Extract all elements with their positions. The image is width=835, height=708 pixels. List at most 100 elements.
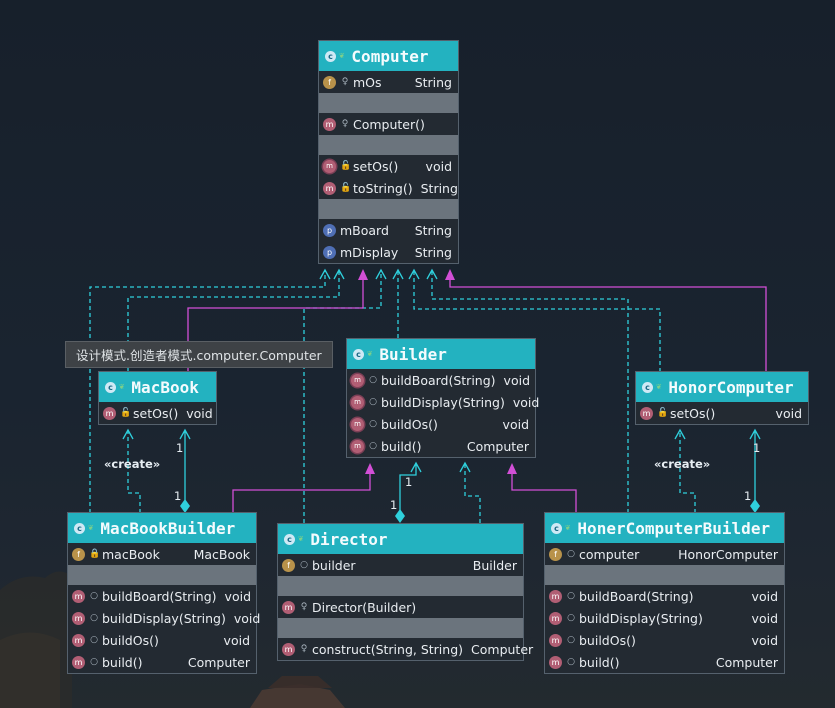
class-icon: c	[284, 533, 295, 545]
member-row[interactable]: m🔓setOs()void	[319, 155, 458, 177]
member-row[interactable]: m○buildBoard(String)void	[545, 585, 784, 607]
member-type: void	[751, 588, 778, 604]
member-row[interactable]: m○buildOs()void	[347, 413, 535, 435]
class-icon: c	[74, 522, 85, 534]
member-name: builder	[312, 557, 356, 573]
class-header[interactable]: c❦Director	[278, 524, 523, 554]
method-icon: m	[72, 655, 85, 669]
visibility-icon: ○	[369, 441, 377, 451]
public-visibility-icon: 🔓	[120, 408, 132, 418]
abstract-method-icon: m	[351, 373, 364, 387]
member-row[interactable]: m♀construct(String, String)Computer	[278, 638, 533, 660]
member-row[interactable]: m○buildDisplay(String)void	[347, 391, 539, 413]
member-name: build()	[579, 654, 620, 670]
member-type: Computer	[471, 641, 534, 657]
dependency-honerbuilder-computer	[431, 270, 629, 513]
multiplicity-label: 1	[405, 475, 413, 489]
member-type: Computer	[187, 654, 250, 670]
visibility-icon: ○	[567, 635, 575, 645]
member-row[interactable]: m♀Director(Builder)	[278, 596, 523, 618]
member-name: buildOs()	[579, 632, 636, 648]
member-row[interactable]: m○buildBoard(String)void	[347, 369, 535, 391]
public-visibility-icon: 🔓	[657, 408, 669, 418]
abstract-method-icon: m	[351, 439, 364, 453]
member-row[interactable]: m○build()Computer	[68, 651, 256, 673]
class-name: MacBook	[131, 377, 199, 397]
class-header[interactable]: c❦ MacBook	[99, 372, 216, 402]
multiplicity-label: 1	[390, 498, 398, 512]
inheritance-honorcomputer-computer	[449, 280, 767, 372]
multiplicity-label: 1	[176, 441, 184, 455]
member-row[interactable]: m🔓setOs()void	[99, 402, 216, 424]
class-header[interactable]: c❦HonorComputer	[636, 372, 808, 402]
member-type: void	[502, 416, 529, 432]
leaf-icon: ❦	[656, 382, 662, 392]
class-name: Computer	[351, 46, 429, 66]
inheritance-macbook-computer	[187, 280, 364, 372]
member-type: HonorComputer	[678, 546, 778, 562]
create-dependency-macbook	[127, 430, 141, 513]
class-icon: c	[642, 381, 653, 393]
method-icon: m	[549, 589, 562, 603]
member-row[interactable]: m🔓toString()String	[319, 177, 458, 199]
visibility-icon: ○	[567, 591, 575, 601]
member-type: String	[420, 180, 458, 196]
member-row[interactable]: m🔓setOs()void	[636, 402, 808, 424]
property-icon: p	[323, 245, 336, 259]
multiplicity-label: 1	[174, 489, 182, 503]
member-type: Builder	[472, 557, 517, 573]
class-header[interactable]: c❦Computer	[319, 41, 458, 71]
method-icon: m	[640, 406, 653, 420]
inheritance-honerbuilder-builder	[511, 474, 577, 513]
member-type: void	[503, 372, 530, 388]
class-header[interactable]: c❦ HonerComputerBuilder	[545, 513, 784, 543]
member-row[interactable]: m○buildDisplay(String)void	[68, 607, 260, 629]
class-icon: c	[105, 381, 116, 393]
leaf-icon: ❦	[565, 523, 571, 533]
class-header[interactable]: c❦MacBookBuilder	[68, 513, 256, 543]
member-type: void	[775, 405, 802, 421]
section-separator	[319, 135, 458, 155]
member-row[interactable]: m○buildOs()void	[68, 629, 256, 651]
class-icon: c	[551, 522, 562, 534]
member-name: setOs()	[353, 158, 399, 174]
class-honorcomputer[interactable]: c❦HonorComputer m🔓setOs()void	[635, 371, 809, 425]
member-name: buildOs()	[381, 416, 438, 432]
member-row[interactable]: m○build()Computer	[347, 435, 535, 457]
member-row[interactable]: m○build()Computer	[545, 651, 784, 673]
class-macbook[interactable]: c❦ MacBook m🔓setOs()void	[98, 371, 217, 425]
leaf-icon: ❦	[339, 51, 345, 61]
class-header[interactable]: c❦Builder	[347, 339, 535, 369]
member-type: void	[751, 610, 778, 626]
member-type: String	[414, 222, 452, 238]
class-name: HonerComputerBuilder	[577, 518, 771, 538]
class-builder[interactable]: c❦Builder m○buildBoard(String)void m○bui…	[346, 338, 539, 458]
method-icon: m	[549, 633, 562, 647]
member-row[interactable]: m○buildBoard(String)void	[68, 585, 256, 607]
dependency-macbookbuilder-computer	[89, 270, 326, 513]
method-icon: m	[72, 633, 85, 647]
member-row[interactable]: m○buildOs()void	[545, 629, 784, 651]
member-row[interactable]: m♀Computer()	[319, 113, 458, 135]
method-icon: m	[549, 655, 562, 669]
member-name: Director(Builder)	[312, 599, 417, 615]
member-name: toString()	[353, 180, 413, 196]
member-row[interactable]: m○buildDisplay(String)void	[545, 607, 784, 629]
leaf-icon: ❦	[119, 382, 125, 392]
member-type: void	[512, 394, 540, 410]
member-name: build()	[381, 438, 422, 454]
dependency-macbook-computer	[127, 270, 340, 372]
section-separator	[68, 565, 256, 585]
